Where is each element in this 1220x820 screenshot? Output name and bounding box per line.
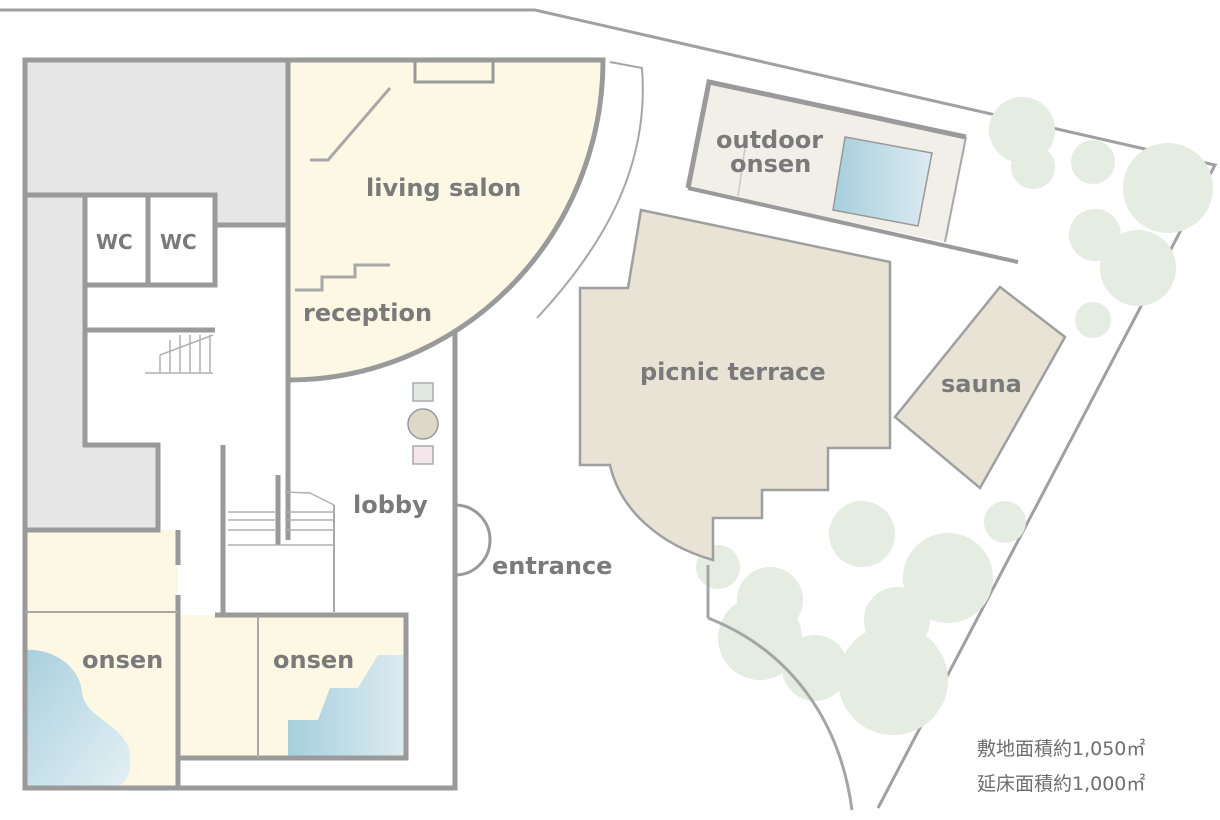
outdoor-onsen-fence <box>687 186 1019 264</box>
lobby-chair-bottom <box>412 445 434 465</box>
onsen-right-label: onsen <box>273 646 354 674</box>
lobby-table <box>407 408 439 440</box>
wc-label-left: WC <box>96 230 133 254</box>
onsen-left-pool <box>25 649 131 788</box>
outdoor-onsen-label-2: onsen <box>730 150 811 178</box>
corridor-wall <box>215 222 291 540</box>
floor-area-text: 延床面積約1,000㎡ <box>977 772 1145 795</box>
building-outer-wall <box>22 57 603 791</box>
gray-zone-mid <box>215 195 288 225</box>
sauna <box>893 285 1067 490</box>
path-arc-lower <box>707 616 854 811</box>
living-salon-room <box>285 57 606 383</box>
onsen-left-label: onsen <box>82 646 163 674</box>
wc-label-right: WC <box>160 230 197 254</box>
stairs-lower <box>228 491 335 546</box>
outdoor-onsen-wall <box>685 79 967 189</box>
outdoor-onsen-side <box>944 136 967 243</box>
top-window <box>413 60 495 84</box>
entrance-door <box>454 503 492 577</box>
gray-zone-left <box>25 195 85 530</box>
site-boundary <box>0 8 1218 809</box>
onsen-right-pool <box>288 655 405 758</box>
trees <box>696 97 1213 735</box>
picnic-terrace-label: picnic terrace <box>640 358 826 386</box>
entrance-label: entrance <box>492 552 612 580</box>
reception-counter <box>295 263 390 292</box>
lobby-chair-top <box>412 382 434 402</box>
salon-partition <box>310 87 392 162</box>
path-arc-upper <box>536 61 644 319</box>
onsen-right-wall <box>178 612 409 761</box>
site-area-text: 敷地面積約1,050㎡ <box>977 737 1145 760</box>
gray-inner-wall <box>25 192 161 533</box>
outdoor-onsen-step <box>737 147 746 197</box>
stairs-upper <box>145 334 214 374</box>
sauna-label: sauna <box>941 370 1022 398</box>
reception-label: reception <box>303 299 432 327</box>
picnic-terrace <box>578 208 892 562</box>
lobby-label: lobby <box>353 491 428 519</box>
outdoor-onsen-pool <box>832 136 933 227</box>
gray-zone-top <box>25 60 288 195</box>
outdoor-onsen-label-1: outdoor <box>716 126 823 154</box>
gray-zone-bottom <box>85 445 158 530</box>
living-salon-label: living salon <box>366 174 521 202</box>
